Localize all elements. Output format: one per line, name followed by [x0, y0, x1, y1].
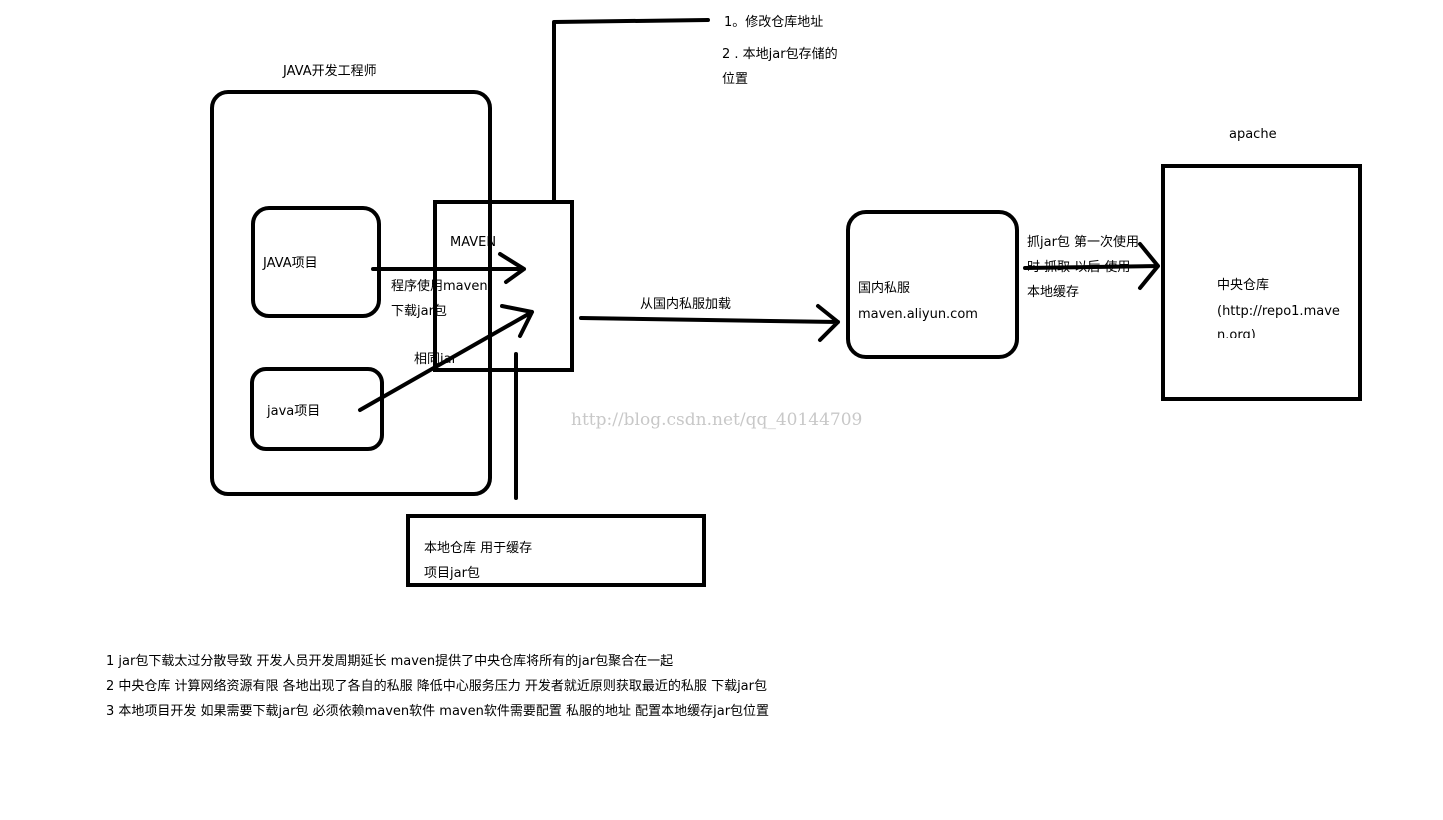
maven-note-3: 相同jar [414, 352, 457, 367]
edge-fetch-label-2: 时 抓取 以后 使用 [1027, 260, 1131, 275]
arrow-maven-to-private [579, 304, 840, 342]
watermark: http://blog.csdn.net/qq_40144709 [571, 410, 863, 430]
summary-line-3: 3 本地项目开发 如果需要下载jar包 必须依赖maven软件 maven软件需… [106, 704, 770, 719]
maven-label: MAVEN [450, 235, 497, 250]
summary-line-1: 1 jar包下载太过分散导致 开发人员开发周期延长 maven提供了中央仓库将所… [106, 654, 674, 669]
summary-line-2: 2 中央仓库 计算网络资源有限 各地出现了各自的私服 降低中心服务压力 开发者就… [106, 679, 767, 694]
central-repo-label-2: (http://repo1.mave [1217, 304, 1340, 319]
central-repo-box [1161, 164, 1362, 401]
engineer-container [210, 90, 492, 496]
config-note-3: 位置 [722, 72, 749, 87]
engineer-label: JAVA开发工程师 [283, 64, 377, 79]
edge-from-private-label: 从国内私服加载 [640, 297, 732, 312]
maven-note-1: 程序使用maven [391, 279, 488, 294]
java-project-2-label: java项目 [267, 404, 321, 419]
maven-box [433, 200, 574, 372]
central-repo-label-3: n.org) [1217, 328, 1256, 338]
private-server-box [846, 210, 1019, 359]
config-callout-line [552, 18, 710, 202]
config-note-2: 2 . 本地jar包存储的 [722, 47, 838, 62]
local-repo-box [406, 514, 706, 587]
java-project-1-box [251, 206, 381, 318]
arrow-project1-to-maven [371, 252, 526, 284]
maven-note-2: 下载jar包 [391, 304, 447, 319]
edge-fetch-label-1: 抓jar包 第一次使用 [1027, 235, 1140, 250]
local-repo-label-2: 项目jar包 [424, 566, 480, 581]
java-project-1-label: JAVA项目 [263, 256, 318, 271]
private-server-label-1: 国内私服 [858, 281, 911, 296]
private-server-label-2: maven.aliyun.com [858, 307, 978, 322]
arrow-project2-to-maven [358, 304, 534, 412]
apache-label: apache [1229, 127, 1277, 142]
central-repo-label-1: 中央仓库 [1217, 278, 1270, 293]
edge-fetch-label-3: 本地缓存 [1027, 285, 1080, 300]
local-repo-label-1: 本地仓库 用于缓存 [424, 541, 533, 556]
java-project-2-box [250, 367, 384, 451]
config-note-1: 1。修改仓库地址 [724, 15, 824, 30]
arrow-private-to-central [1023, 242, 1160, 290]
